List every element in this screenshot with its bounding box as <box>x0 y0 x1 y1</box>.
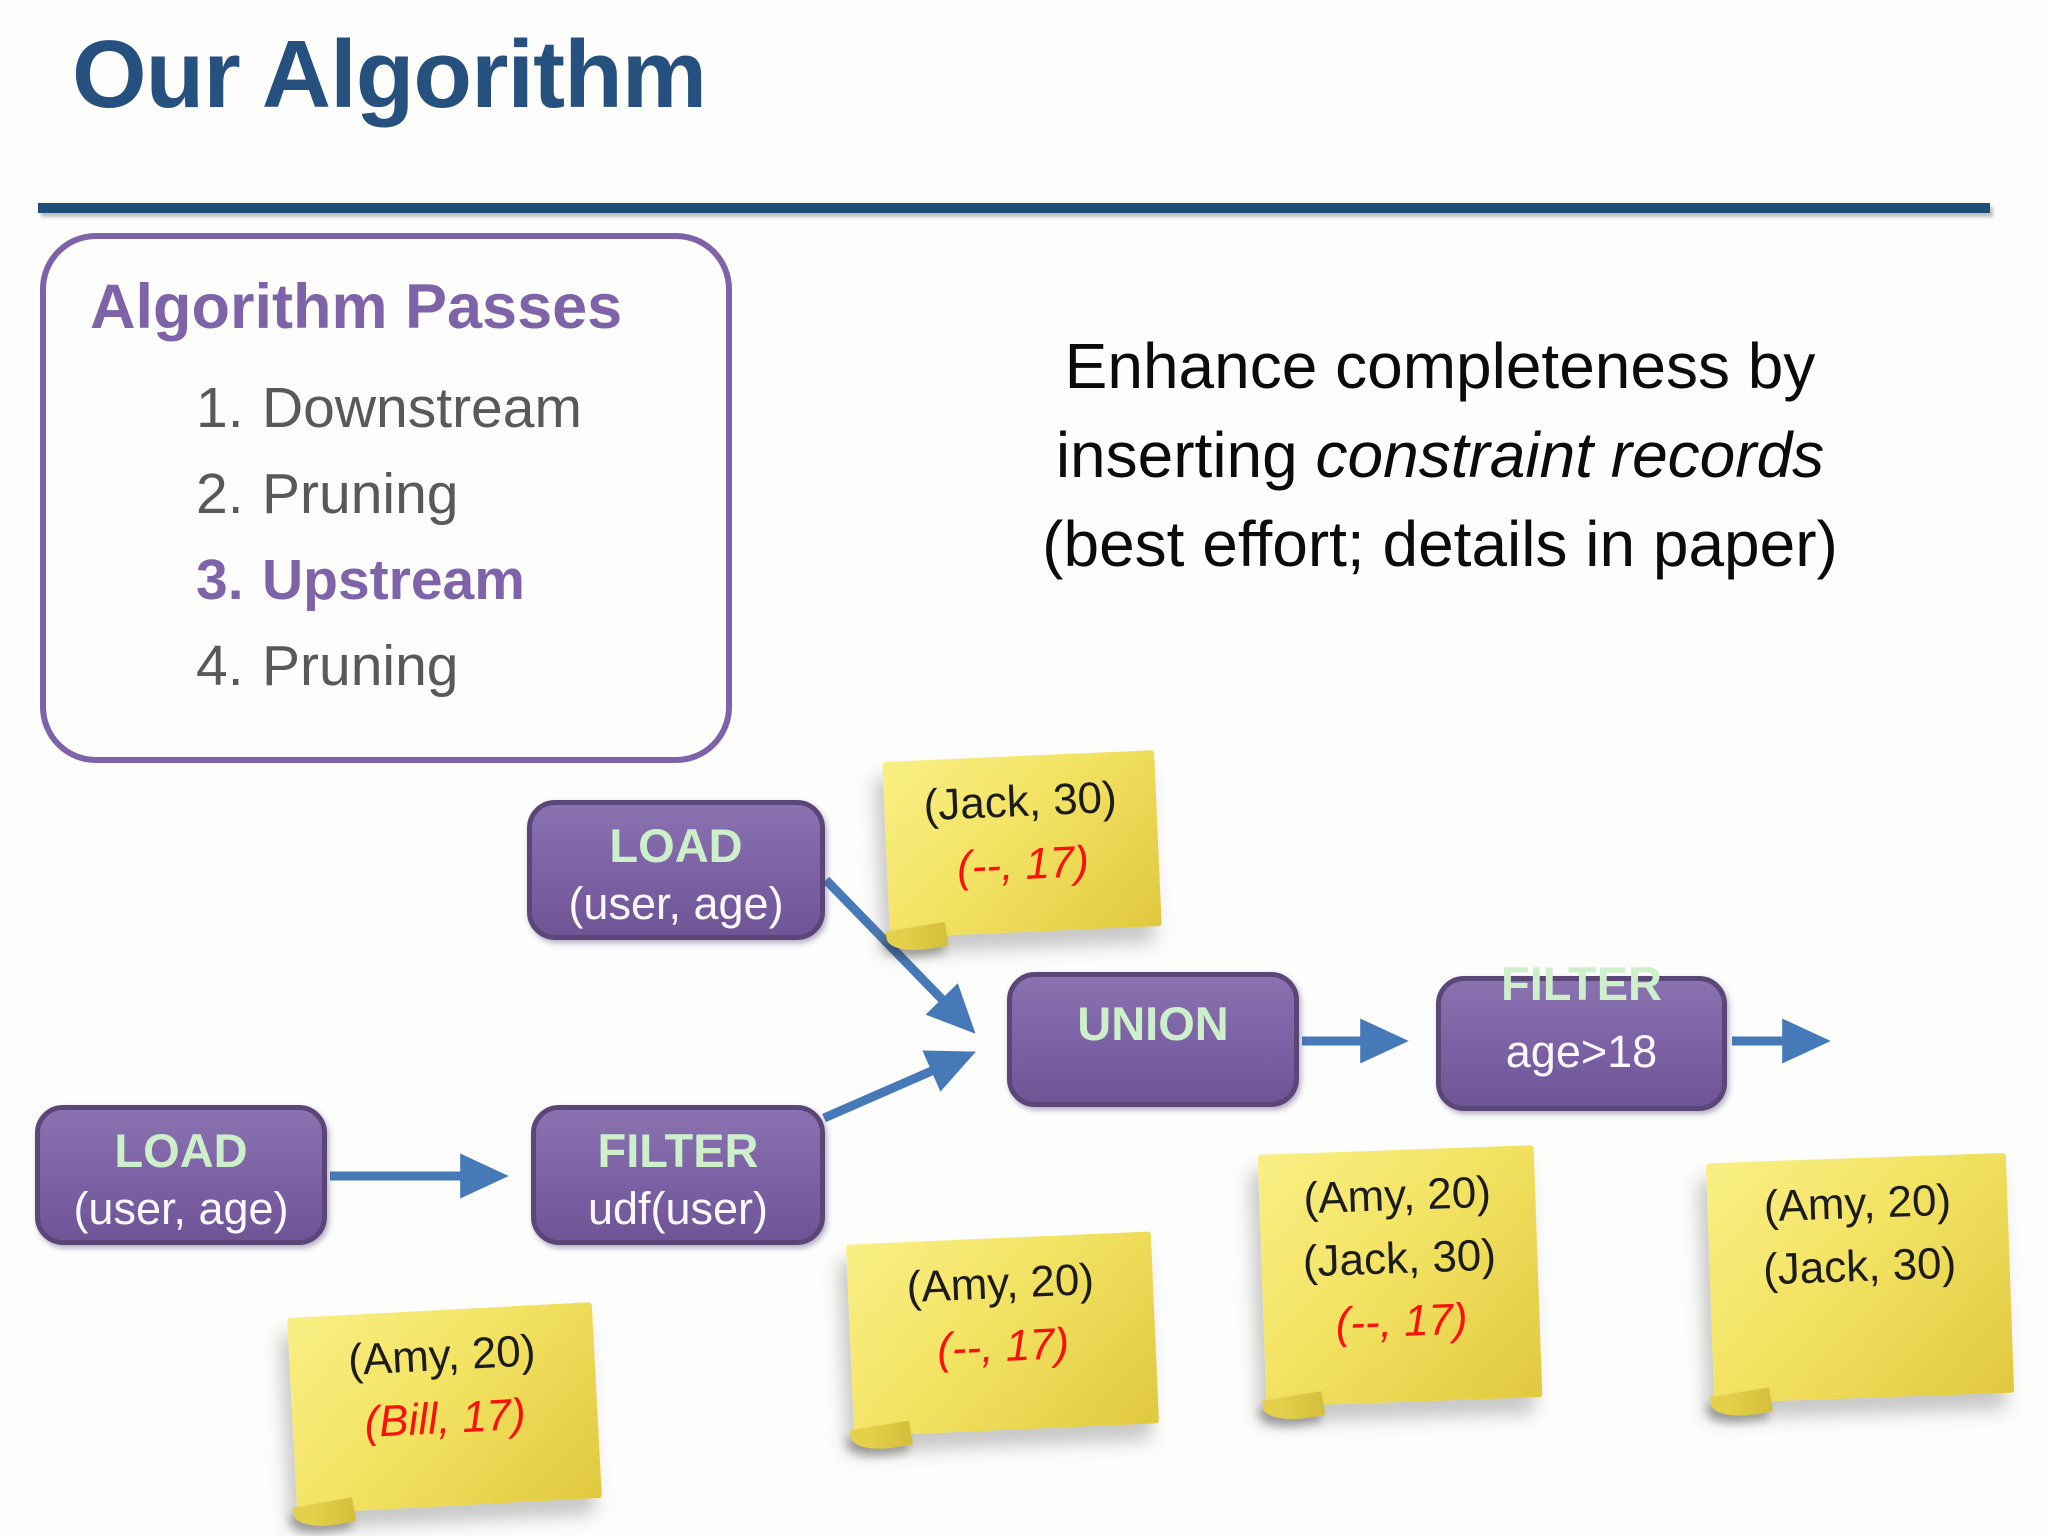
list-item-label: Pruning <box>262 462 459 526</box>
list-item-downstream: 1. Downstream <box>196 365 726 451</box>
panel-heading: Algorithm Passes <box>90 272 623 342</box>
node-op-label: LOAD <box>609 819 743 872</box>
list-item-pruning-2: 4. Pruning <box>196 623 726 709</box>
algorithm-passes-list: 1. Downstream 2. Pruning 3. Upstream 4. … <box>196 365 726 709</box>
list-item-label: Upstream <box>262 548 525 612</box>
sticky-note-final-output: (Amy, 20) (Jack, 30) <box>1705 1152 2015 1404</box>
list-item-upstream-active: 3. Upstream <box>196 537 726 623</box>
node-union: UNION <box>1007 972 1299 1107</box>
callout-italic-phrase: constraint records <box>1315 419 1825 491</box>
node-arg-label: age>18 <box>1505 1026 1658 1077</box>
sticky-note-union-output: (Amy, 20) (Jack, 30) (--, 17) <box>1257 1145 1543 1407</box>
list-item-label: Pruning <box>262 634 459 698</box>
node-op-label: FILTER <box>597 1124 759 1177</box>
node-op-label: LOAD <box>114 1124 248 1177</box>
node-arg-label: udf(user) <box>587 1183 769 1234</box>
node-arg-label: (user, age) <box>73 1183 289 1234</box>
node-arg-label: (user, age) <box>568 878 784 929</box>
list-item-number: 4. <box>196 634 244 698</box>
list-item-number: 1. <box>196 376 244 440</box>
note-record: (Jack, 30) <box>922 772 1118 831</box>
node-op-label: FILTER <box>1501 957 1662 1010</box>
callout-text: Enhance completeness by inserting constr… <box>900 322 1980 589</box>
node-load-top: LOAD (user, age) <box>527 800 825 940</box>
sticky-note-jack: (Jack, 30) (--, 17) <box>882 750 1162 938</box>
node-filter-udf: FILTER udf(user) <box>531 1105 825 1245</box>
list-item-pruning-1: 2. Pruning <box>196 451 726 537</box>
note-record: (Jack, 30) <box>1301 1230 1497 1287</box>
note-record: (Amy, 20) <box>1762 1175 1952 1232</box>
callout-line-1: Enhance completeness by <box>1064 330 1816 402</box>
note-record: (Amy, 20) <box>1302 1167 1492 1224</box>
callout-line-3: (best effort; details in paper) <box>1042 508 1838 580</box>
note-constraint-record: (--, 17) <box>936 1319 1071 1374</box>
list-item-label: Downstream <box>262 376 582 440</box>
list-item-number: 3. <box>196 548 244 612</box>
arrow-filter-to-union <box>822 1050 976 1123</box>
note-constraint-record: (--, 17) <box>1334 1294 1469 1349</box>
title-divider <box>38 203 1990 213</box>
list-item-number: 2. <box>196 462 244 526</box>
callout-line-2: inserting constraint records <box>1055 419 1825 491</box>
page-title: Our Algorithm <box>72 21 707 128</box>
note-record: (Jack, 30) <box>1762 1238 1957 1295</box>
sticky-note-amy17: (Amy, 20) (--, 17) <box>845 1231 1160 1437</box>
node-load-bottom: LOAD (user, age) <box>35 1105 327 1245</box>
note-constraint-record: (--, 17) <box>955 837 1090 892</box>
algorithm-passes-panel: Algorithm Passes 1. Downstream 2. Prunin… <box>40 233 732 763</box>
sticky-note-bill: (Amy, 20) (Bill, 17) <box>287 1302 602 1514</box>
node-filter-age: FILTER age>18 <box>1436 957 1727 1111</box>
node-op-label: UNION <box>1077 997 1229 1050</box>
